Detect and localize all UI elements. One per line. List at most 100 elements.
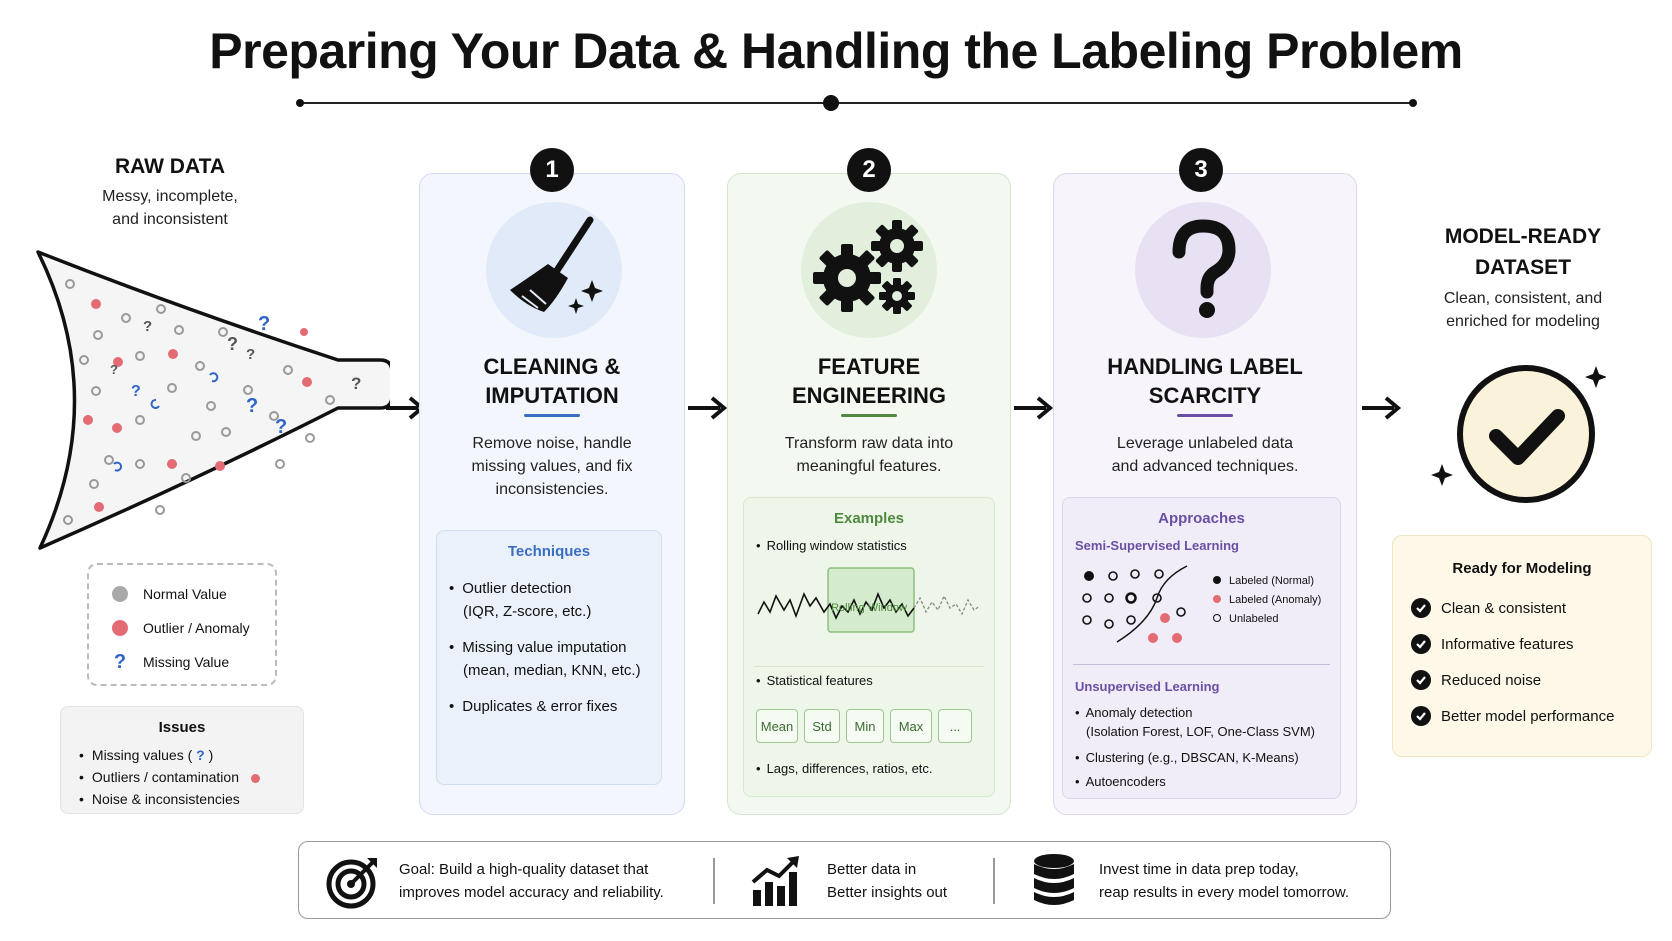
technique-outlier-detection: •Outlier detection (IQR, Z-score, etc.)	[449, 580, 592, 620]
examples-divider	[754, 666, 984, 667]
raw-data-subtitle: Messy, incomplete, and inconsistent	[102, 188, 238, 228]
step-3-underline	[1177, 414, 1233, 417]
unsupervised-anomaly: •Anomaly detection (Isolation Forest, LO…	[1075, 705, 1316, 739]
issue-outliers: Outliers / contamination	[79, 766, 303, 788]
footer-divider	[993, 858, 995, 904]
examples-title: Examples	[833, 510, 905, 527]
semi-supervised-title: Semi-Supervised Learning	[1075, 538, 1239, 553]
semi-supervised-scatter	[1082, 565, 1188, 643]
approaches-title: Approaches	[1158, 510, 1245, 527]
ready-item-noise: Reduced noise	[1411, 670, 1541, 690]
check-circle-icon	[1411, 598, 1431, 618]
step-2-icon-bg	[801, 202, 937, 338]
labeled-anomaly-dot-icon	[1213, 595, 1221, 603]
approaches-divider	[1073, 664, 1330, 665]
step-2-number: 2	[847, 148, 891, 192]
step-3-icon-bg	[1135, 202, 1271, 338]
chip-max: Max	[890, 709, 932, 743]
check-circle-icon	[1411, 670, 1431, 690]
question-mark-icon	[1172, 219, 1236, 318]
step-3-number: 3	[1179, 148, 1223, 192]
svg-text:?: ?	[143, 318, 152, 335]
title-divider-dot-left	[296, 99, 304, 107]
chip-mean: Mean	[756, 709, 798, 743]
database-icon	[1034, 854, 1074, 905]
example-lags: •Lags, differences, ratios, etc.	[756, 761, 933, 776]
examples-box: Examples •Rolling window statistics Roll…	[743, 497, 995, 797]
legend-outlier: Outlier / Anomaly	[109, 617, 250, 639]
footer-divider	[713, 858, 715, 904]
footer-invest: Invest time in data prep today,reap resu…	[1099, 861, 1350, 901]
svg-text:?: ?	[110, 362, 118, 377]
unsupervised-title: Unsupervised Learning	[1075, 679, 1220, 694]
issues-box: Issues Missing values ( ? ) Outliers / c…	[60, 706, 304, 814]
issue-noise: Noise & inconsistencies	[79, 788, 303, 810]
techniques-title: Techniques	[507, 543, 591, 560]
techniques-box: Techniques •Outlier detection (IQR, Z-sc…	[436, 530, 662, 785]
step-1-number: 1	[530, 148, 574, 192]
issue-missing: Missing values ( ? )	[79, 744, 303, 766]
ready-item-features: Informative features	[1411, 634, 1574, 654]
ready-title: Ready for Modeling	[1452, 560, 1592, 577]
semi-supervised-legend: Labeled (Normal) Labeled (Anomaly) Unlab…	[1213, 572, 1321, 629]
approaches-box: Approaches Semi-Supervised Learning Labe…	[1062, 497, 1341, 799]
step-1-icon-bg	[486, 202, 622, 338]
svg-text:?: ?	[246, 346, 255, 363]
svg-text:?: ?	[258, 313, 270, 335]
technique-imputation: •Missing value imputation (mean, median,…	[449, 639, 641, 679]
chip-std: Std	[804, 709, 840, 743]
title-divider-dot-center	[823, 95, 839, 111]
target-icon	[326, 858, 377, 909]
example-statistical: •Statistical features	[756, 673, 873, 688]
raw-data-funnel: ??? ? ?????	[36, 250, 390, 550]
issues-title: Issues	[158, 719, 206, 736]
legend-normal: Normal Value	[109, 583, 227, 605]
svg-text:?: ?	[351, 374, 361, 393]
step-1-title: CLEANING &IMPUTATION	[483, 354, 621, 408]
svg-text:?: ?	[131, 383, 141, 400]
step-2-underline	[841, 414, 897, 417]
growth-chart-icon	[751, 856, 799, 906]
page-title: Preparing Your Data & Handling the Label…	[209, 23, 1463, 79]
check-circle-icon	[1411, 634, 1431, 654]
data-legend: Normal Value Outlier / Anomaly ? Missing…	[87, 563, 277, 686]
svg-text:?: ?	[275, 416, 287, 438]
svg-text:?: ?	[246, 395, 258, 417]
labeled-normal-dot-icon	[1213, 576, 1221, 584]
chip-more: ...	[938, 709, 972, 743]
normal-value-dot-icon	[112, 586, 128, 602]
raw-data-title: RAW DATA	[114, 155, 226, 178]
unsupervised-autoencoders: •Autoencoders	[1075, 774, 1166, 789]
missing-value-question-icon: ?	[113, 650, 127, 673]
arrow-right-icon	[688, 396, 728, 420]
step-1-underline	[524, 414, 580, 417]
ready-for-modeling-box: Ready for Modeling Clean & consistent In…	[1392, 535, 1652, 757]
svg-text:?: ?	[227, 334, 238, 354]
example-rolling: •Rolling window statistics	[756, 538, 907, 553]
gears-icon	[813, 220, 923, 314]
legend-missing: ? Missing Value	[109, 651, 229, 673]
arrow-right-icon	[1014, 396, 1054, 420]
arrow-right-icon	[1362, 396, 1402, 420]
chip-min: Min	[846, 709, 884, 743]
rolling-window-chart	[757, 567, 981, 633]
technique-duplicates: •Duplicates & error fixes	[449, 698, 618, 715]
title-divider	[300, 102, 1412, 104]
ready-item-clean: Clean & consistent	[1411, 598, 1566, 618]
unlabeled-dot-icon	[1213, 614, 1221, 622]
checkmark-badge-icon	[1431, 365, 1606, 503]
outlier-dot-icon	[250, 773, 260, 783]
broom-icon	[510, 216, 603, 314]
check-circle-icon	[1411, 706, 1431, 726]
rolling-window-label: Rolling Window	[831, 602, 907, 614]
